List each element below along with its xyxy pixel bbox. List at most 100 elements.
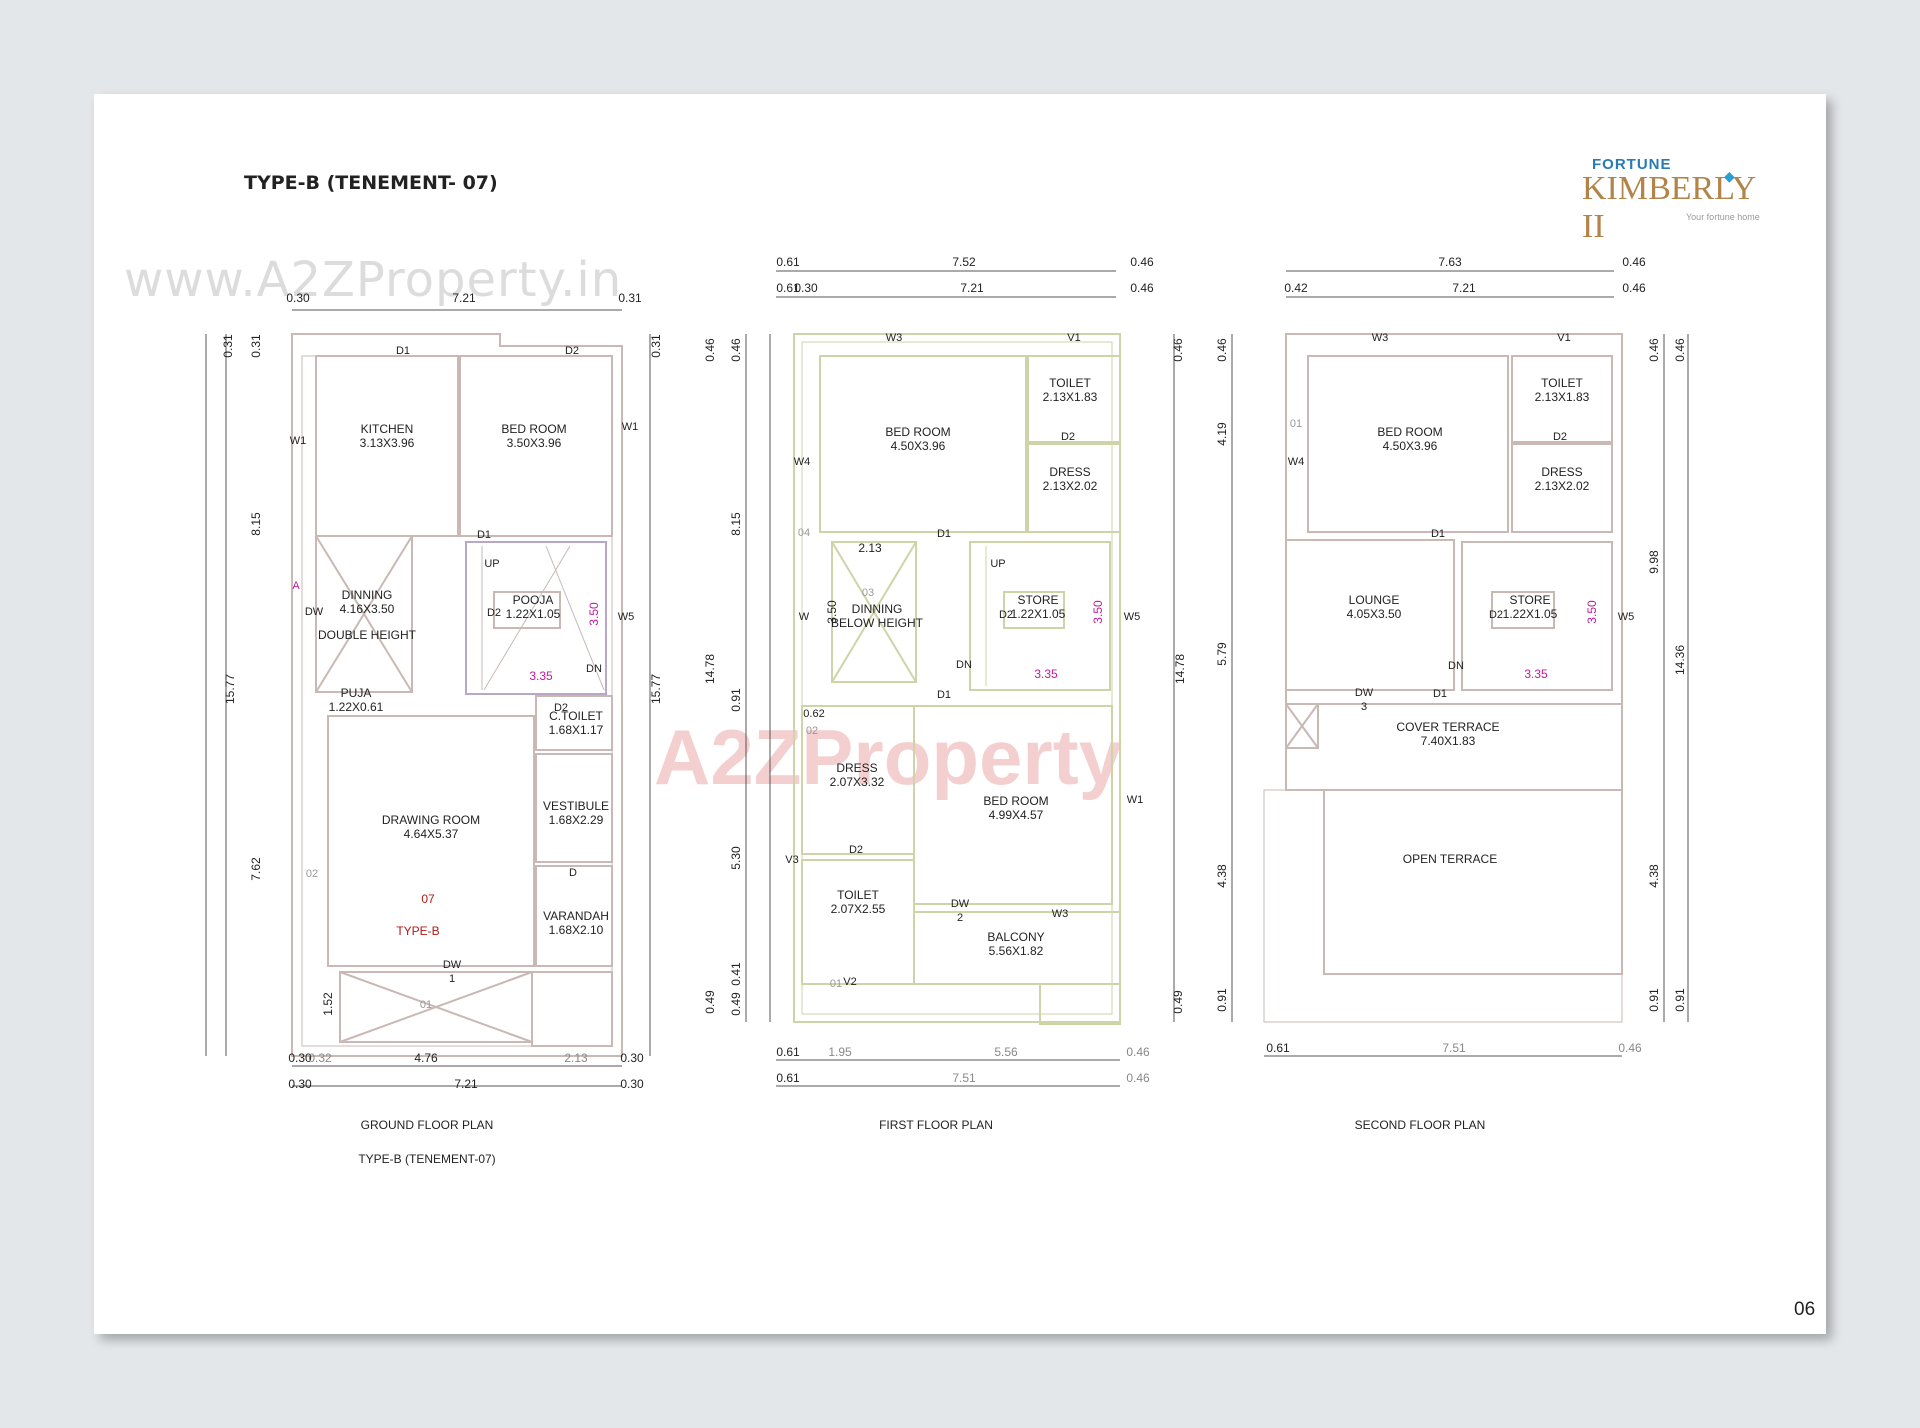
dim-text: 0.30 <box>794 281 818 295</box>
room-name: TOILET <box>837 888 879 902</box>
room-name: DRAWING ROOM <box>382 813 480 827</box>
window-tag: W3 <box>1372 332 1389 344</box>
room-size: 1.22X1.05 <box>1503 607 1558 621</box>
first-floor-label: FIRST FLOOR PLAN <box>879 1118 993 1132</box>
room-size: 2.13X2.02 <box>1043 479 1098 493</box>
room-name: BED ROOM <box>1377 425 1442 439</box>
room-size: 1.22X0.61 <box>329 700 384 714</box>
dim-text: 5.79 <box>1215 642 1229 666</box>
room-name: LOUNGE <box>1349 593 1400 607</box>
dim-text: 15.77 <box>649 674 663 704</box>
room-size: 1.22X1.05 <box>1011 607 1066 621</box>
door-tag: DW <box>443 959 462 971</box>
dim-text: 0.31 <box>649 334 663 358</box>
dim-text: 0.61 <box>1266 1041 1290 1055</box>
watermark-brand-text: A2ZProperty <box>654 713 1122 801</box>
room-size: 7.40X1.83 <box>1421 734 1476 748</box>
room-size: 4.64X5.37 <box>404 827 459 841</box>
window-tag: V3 <box>785 854 798 866</box>
dim-text: 0.49 <box>729 992 743 1016</box>
window-tag: V1 <box>1557 332 1570 344</box>
ground-floor-sublabel: TYPE-B (TENEMENT-07) <box>358 1152 496 1166</box>
door-tag: 2 <box>957 912 963 924</box>
door-tag: D2 <box>487 607 501 619</box>
stair-tag: DN <box>586 663 602 675</box>
unit-type: TYPE-B <box>396 924 439 938</box>
window-tag: V2 <box>843 976 856 988</box>
stair-dim: 3.35 <box>1034 667 1058 681</box>
stair-dim: 3.35 <box>1524 667 1548 681</box>
door-tag: 3 <box>1361 701 1367 713</box>
dim-text: 0.46 <box>1215 338 1229 362</box>
door-tag: D1 <box>396 345 410 357</box>
dim-text: 7.52 <box>952 255 976 269</box>
logo-brand-name: KIMBERLY <box>1582 170 1755 207</box>
dim-text: 0.46 <box>1622 255 1646 269</box>
door-tag: DW <box>951 898 970 910</box>
second-floor-plan <box>1263 333 1623 1023</box>
door-tag: D <box>569 867 577 879</box>
door-tag: DW <box>1355 687 1374 699</box>
logo-tagline: Your fortune home <box>1686 212 1760 222</box>
room-name: DINNING <box>342 588 393 602</box>
first-floor-labels: 0.61 7.52 0.46 0.61 0.30 7.21 0.46 0.46 … <box>703 255 1187 1085</box>
room-name: OPEN TERRACE <box>1403 852 1497 866</box>
dim-text: 0.30 <box>288 1077 312 1091</box>
dim-text: 1.95 <box>828 1045 852 1059</box>
window-tag: W5 <box>1124 611 1141 623</box>
room-size: 1.68X2.10 <box>549 923 604 937</box>
dim-text: 0.61 <box>776 281 800 295</box>
dim-text: 0.42 <box>1284 281 1308 295</box>
dim-text: 0.91 <box>1215 988 1229 1012</box>
room-name: COVER TERRACE <box>1396 720 1499 734</box>
dim-text: 7.63 <box>1438 255 1462 269</box>
dim-text: 0.46 <box>1673 338 1687 362</box>
window-tag: W5 <box>618 611 635 623</box>
dim-text: 0.41 <box>729 962 743 986</box>
dim-text: 15.77 <box>223 674 237 704</box>
dim-text: 2.13 <box>564 1051 588 1065</box>
room-size: 2.07X2.55 <box>831 902 886 916</box>
window-tag: W1 <box>1127 794 1144 806</box>
stair-dim: 3.35 <box>529 669 553 683</box>
dim-text: 9.98 <box>1647 550 1661 574</box>
door-tag: 1 <box>449 973 455 985</box>
ground-floor-plan <box>291 333 623 1057</box>
dim-text: 8.15 <box>249 512 263 536</box>
room-size: 2.13X1.83 <box>1535 390 1590 404</box>
room-name: STORE <box>1017 593 1058 607</box>
room-name: VESTIBULE <box>543 799 609 813</box>
dim-text: 7.51 <box>952 1071 976 1085</box>
dim-text: 0.31 <box>249 334 263 358</box>
room-name: BED ROOM <box>501 422 566 436</box>
room-name: BALCONY <box>987 930 1044 944</box>
room-name: VARANDAH <box>543 909 609 923</box>
first-floor-plan <box>793 333 1121 1025</box>
watermark-url: www.A2ZProperty.in <box>124 252 623 308</box>
room-size: 4.50X3.96 <box>1383 439 1438 453</box>
dim-text: 0.49 <box>1171 990 1185 1014</box>
room-name: POOJA <box>513 593 554 607</box>
window-tag: W3 <box>1052 908 1069 920</box>
dim-text: 0.61 <box>776 1045 800 1059</box>
stair-dim: 3.50 <box>587 602 601 626</box>
room-name: TOILET <box>1541 376 1583 390</box>
door-tag: D2 <box>554 702 568 714</box>
dim-text: 7.21 <box>454 1077 478 1091</box>
dim-text: 0.46 <box>1647 338 1661 362</box>
room-note: DOUBLE HEIGHT <box>318 628 417 642</box>
ground-floor-label: GROUND FLOOR PLAN <box>360 1118 494 1132</box>
dim-text: 0.46 <box>1130 281 1154 295</box>
diamond-icon: ◆ <box>1724 168 1735 184</box>
door-tag: D1 <box>937 528 951 540</box>
dim-text: 0.61 <box>776 1071 800 1085</box>
dim-text: 4.38 <box>1215 864 1229 888</box>
dim-text: 7.21 <box>1452 281 1476 295</box>
window-tag: W3 <box>886 332 903 344</box>
room-name: PUJA <box>341 686 372 700</box>
room-size: 1.68X1.17 <box>549 723 604 737</box>
tag-text: 03 <box>862 587 874 599</box>
window-tag: W4 <box>794 456 811 468</box>
floor-plans-drawing: A2ZProperty <box>205 255 1689 1091</box>
door-tag: D2 <box>1061 431 1075 443</box>
